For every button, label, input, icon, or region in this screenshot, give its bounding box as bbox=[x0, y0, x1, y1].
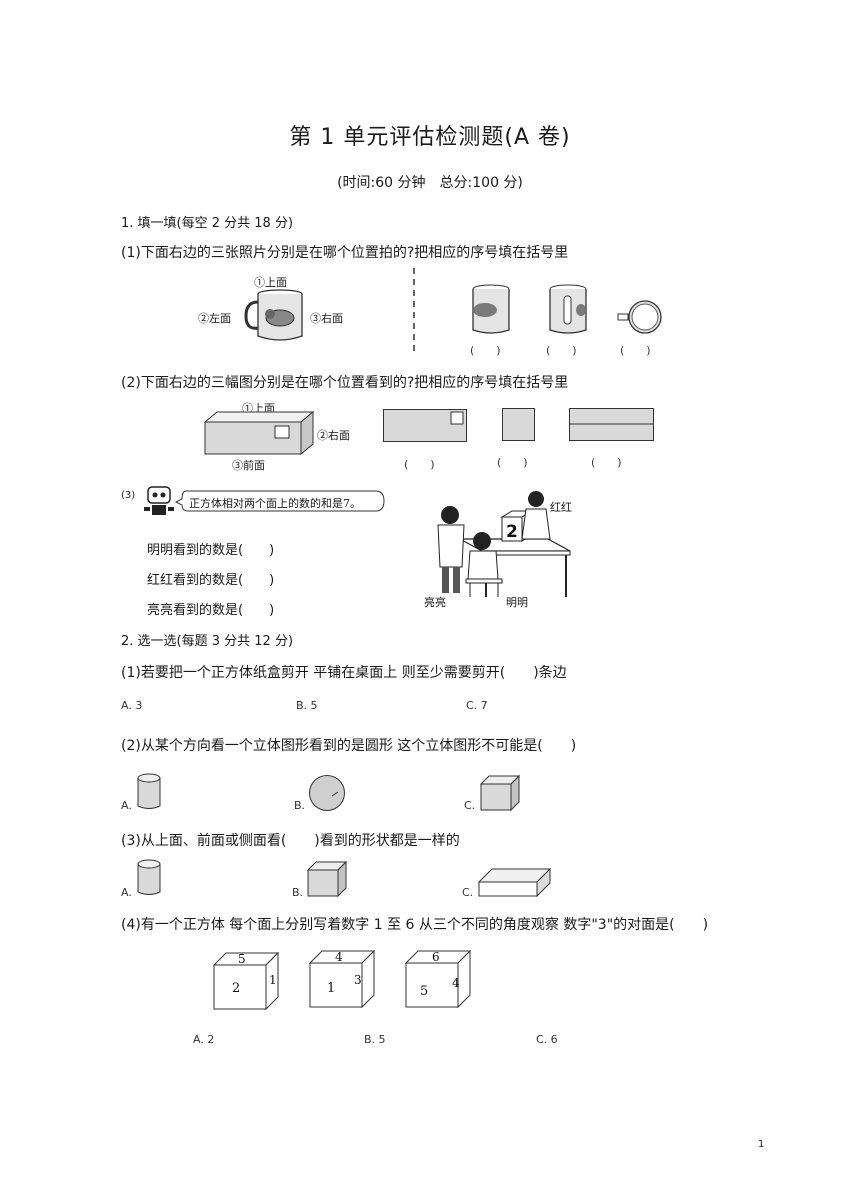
svg-text:2: 2 bbox=[232, 981, 240, 996]
cup-view-handle-image bbox=[549, 284, 587, 334]
label-top: ①上面 bbox=[254, 276, 287, 289]
section-2-heading: 2. 选一选(每题 3 分共 12 分) bbox=[121, 634, 294, 649]
question-2-1-text: (1)若要把一个正方体纸盒剪开 平铺在桌面上 则至少需要剪开( )条边 bbox=[121, 665, 567, 681]
q2-3-option-c[interactable]: C. bbox=[462, 886, 474, 899]
cube-shape-2 bbox=[306, 860, 348, 898]
cup-figure bbox=[244, 289, 303, 341]
section-1-heading: 1. 填一填(每空 2 分共 18 分) bbox=[121, 216, 294, 231]
q2-4-option-a[interactable]: A. 2 bbox=[193, 1033, 215, 1046]
number-cube-2: 4 1 3 bbox=[308, 949, 376, 1009]
svg-text:3: 3 bbox=[354, 973, 362, 987]
q2-3-option-a[interactable]: A. bbox=[121, 886, 132, 899]
svg-text:4: 4 bbox=[452, 976, 460, 990]
number-cube-3: 6 5 4 bbox=[404, 949, 472, 1009]
page-title: 第 1 单元评估检测题(A 卷) bbox=[289, 125, 571, 150]
cylinder-shape bbox=[137, 773, 161, 809]
q2-4-option-b[interactable]: B. 5 bbox=[364, 1033, 386, 1046]
number-cube-1: 5 2 1 bbox=[212, 951, 280, 1011]
question-1-2-text: (2)下面右边的三幅图分别是在哪个位置看到的?把相应的序号填在括号里 bbox=[121, 375, 569, 391]
children-cube-scene: 2 bbox=[437, 491, 571, 597]
q1-1-blank-1[interactable]: ( ) bbox=[470, 344, 501, 357]
flat-cuboid-shape bbox=[477, 867, 552, 898]
speech-bubble-text: 正方体相对两个面上的数的和是7。 bbox=[189, 497, 361, 510]
svg-text:6: 6 bbox=[432, 950, 440, 964]
view-rect-with-line bbox=[569, 408, 654, 441]
robot-icon bbox=[144, 486, 174, 515]
q2-4-option-c[interactable]: C. 6 bbox=[536, 1033, 558, 1046]
view-rect-with-square bbox=[383, 409, 467, 442]
question-1-1-text: (1)下面右边的三张照片分别是在哪个位置拍的?把相应的序号填在括号里 bbox=[121, 245, 569, 261]
svg-text:4: 4 bbox=[335, 950, 343, 964]
question-2-2-text: (2)从某个方向看一个立体图形看到的是圆形 这个立体图形不可能是( ) bbox=[121, 738, 577, 754]
label-front-box: ③前面 bbox=[232, 459, 265, 472]
q2-1-option-c[interactable]: C. 7 bbox=[466, 699, 488, 712]
question-1-3-number: (3) bbox=[121, 490, 136, 501]
q1-2-blank-3[interactable]: ( ) bbox=[591, 456, 622, 469]
svg-text:1: 1 bbox=[269, 973, 277, 987]
q2-1-option-b[interactable]: B. 5 bbox=[296, 699, 318, 712]
cylinder-shape-2 bbox=[137, 859, 161, 895]
cube-shape bbox=[479, 774, 521, 812]
honghong-sees-line: 红红看到的数是( ) bbox=[147, 573, 275, 588]
q2-2-option-a[interactable]: A. bbox=[121, 799, 132, 812]
name-liangliang: 亮亮 bbox=[424, 596, 446, 609]
mingming-sees-line: 明明看到的数是( ) bbox=[147, 543, 275, 558]
cube-number: 2 bbox=[506, 522, 518, 542]
svg-text:5: 5 bbox=[420, 984, 428, 999]
cuboid-figure bbox=[203, 410, 315, 456]
q2-3-option-b[interactable]: B. bbox=[292, 886, 304, 899]
name-mingming: 明明 bbox=[506, 596, 528, 609]
q1-2-blank-2[interactable]: ( ) bbox=[497, 456, 528, 469]
label-right: ③右面 bbox=[310, 312, 343, 325]
q1-1-blank-3[interactable]: ( ) bbox=[620, 344, 651, 357]
q2-2-option-c[interactable]: C. bbox=[464, 799, 476, 812]
cup-view-top-image bbox=[617, 300, 662, 334]
q1-2-blank-1[interactable]: ( ) bbox=[404, 458, 435, 471]
page-number: 1 bbox=[758, 1139, 765, 1150]
sphere-shape bbox=[309, 775, 345, 811]
liangliang-sees-line: 亮亮看到的数是( ) bbox=[147, 603, 275, 618]
divider-dashed-line bbox=[413, 268, 415, 356]
svg-text:5: 5 bbox=[238, 952, 246, 966]
question-2-4-text: (4)有一个正方体 每个面上分别写着数字 1 至 6 从三个不同的角度观察 数字… bbox=[121, 917, 709, 933]
cup-view-left-image bbox=[472, 284, 510, 334]
svg-text:1: 1 bbox=[327, 981, 335, 996]
q2-2-option-b[interactable]: B. bbox=[294, 799, 306, 812]
question-2-3-text: (3)从上面、前面或侧面看( )看到的形状都是一样的 bbox=[121, 833, 460, 849]
q1-1-blank-2[interactable]: ( ) bbox=[546, 344, 577, 357]
name-honghong: 红红 bbox=[550, 501, 572, 514]
speech-bubble-shape bbox=[174, 490, 385, 512]
label-left: ②左面 bbox=[198, 312, 231, 325]
label-right-box: ②右面 bbox=[317, 429, 350, 442]
q2-1-option-a[interactable]: A. 3 bbox=[121, 699, 143, 712]
view-square bbox=[502, 408, 535, 441]
page-subtitle: (时间:60 分钟 总分:100 分) bbox=[337, 175, 523, 191]
